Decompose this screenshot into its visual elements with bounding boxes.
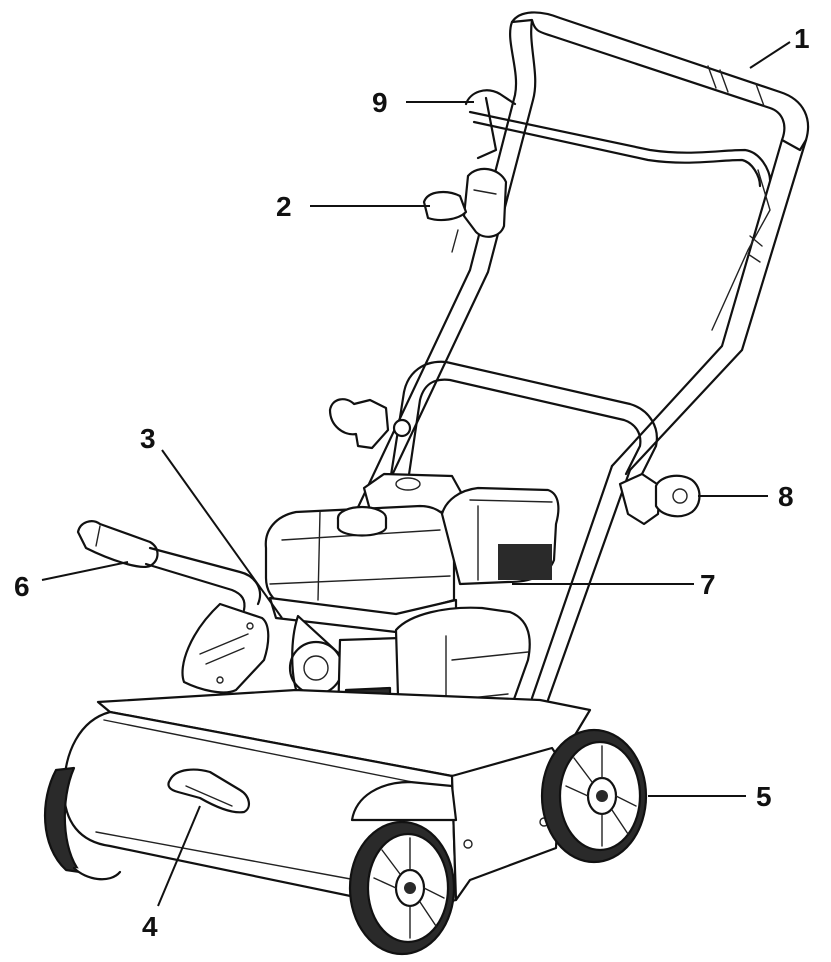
handle-knob-left — [328, 398, 412, 450]
callout-6: 6 — [14, 571, 30, 602]
callout-9: 9 — [372, 87, 388, 118]
callout-7: 7 — [700, 569, 716, 600]
callout-1: 1 — [794, 23, 810, 54]
lower-handle — [382, 360, 658, 524]
leader-lines — [41, 41, 791, 907]
rear-wheel — [540, 728, 648, 864]
callout-2: 2 — [276, 191, 292, 222]
leader-1 — [749, 41, 791, 69]
deck — [62, 688, 592, 908]
leader-3 — [161, 449, 283, 619]
leader-6 — [41, 561, 129, 581]
callout-3: 3 — [140, 423, 156, 454]
leader-4 — [157, 805, 201, 907]
control-bar — [464, 89, 772, 188]
front-wheel — [348, 820, 456, 956]
throttle-lever — [422, 167, 508, 253]
rear-roller-left — [43, 766, 122, 881]
carry-handle — [167, 768, 250, 814]
callout-5: 5 — [756, 781, 772, 812]
callout-numbers: 1 2 3 4 5 6 7 8 9 — [14, 23, 810, 942]
handle-knob-right — [618, 472, 701, 526]
callout-4: 4 — [142, 911, 158, 942]
callout-8: 8 — [778, 481, 794, 512]
depth-adjust-lever — [76, 520, 270, 694]
upper-handle — [350, 11, 810, 702]
